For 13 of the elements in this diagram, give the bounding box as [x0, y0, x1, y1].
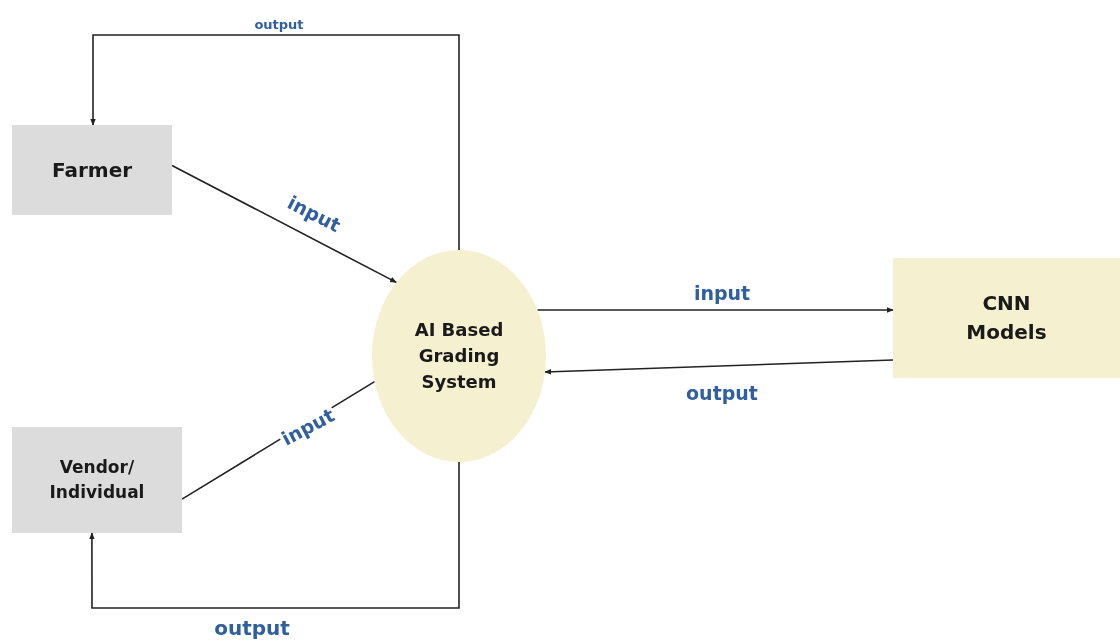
- process-box: [12, 427, 182, 533]
- arrow: [544, 359, 894, 375]
- arrow: [90, 34, 460, 251]
- node-label: CNN Models: [965, 290, 1048, 346]
- arrow: [171, 164, 398, 284]
- edge-label: output: [252, 17, 306, 33]
- process-box: [893, 258, 1120, 378]
- arrow: [89, 461, 460, 609]
- node-label: AI Based Grading System: [413, 317, 505, 395]
- process-box: [12, 125, 172, 215]
- node-label: Vendor/ Individual: [48, 456, 146, 504]
- node-label: Farmer: [51, 156, 133, 184]
- arrow: [536, 307, 894, 313]
